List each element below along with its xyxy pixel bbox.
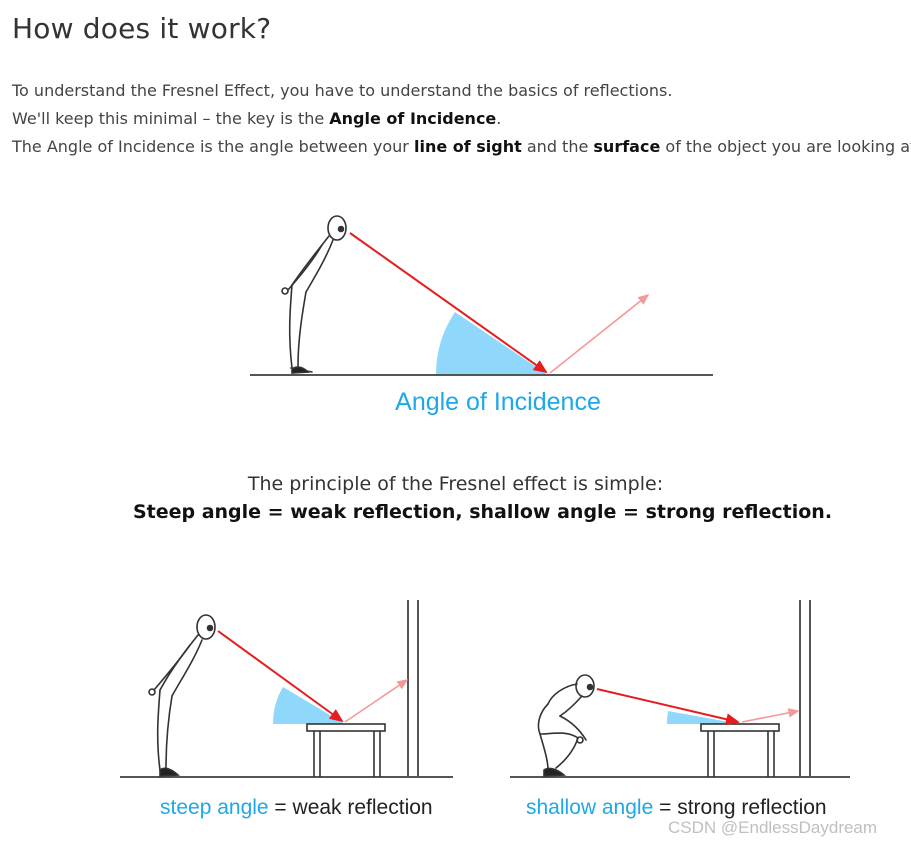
intro-line-3-pre: The Angle of Incidence is the angle betw… [12,137,414,156]
steep-sight-ray [217,630,344,723]
intro-line-3-post: of the object you are looking at. [660,137,911,156]
intro-line-3: The Angle of Incidence is the angle betw… [12,133,911,161]
principle-line-1: The principle of the Fresnel effect is s… [247,473,664,495]
intro-line-2-pre: We'll keep this minimal – the key is the [12,109,330,128]
steep-caption-blue: steep angle [160,796,269,819]
steep-angle-wedge [272,687,345,724]
angle-wedge [435,312,548,375]
shallow-crouching-person-figure [537,674,595,777]
intro-line-3-bold-sight: line of sight [413,137,522,156]
steep-person-figure [148,614,216,777]
shallow-caption-blue: shallow angle [526,796,654,819]
intro-line-2-post: . [496,109,502,128]
diagram-main [250,215,713,376]
steep-table [306,723,386,777]
shallow-sight-ray [596,688,740,726]
reflection-ray [549,294,650,374]
steep-caption: steep angle = weak reflection [160,796,433,820]
intro-line-3-bold-surface: surface [593,137,661,156]
intro-line-2-bold: Angle of Incidence [329,109,497,128]
intro-text: To understand the Fresnel Effect, you ha… [12,77,911,161]
intro-line-1: To understand the Fresnel Effect, you ha… [12,81,673,100]
diagram-shallow [510,600,850,778]
principle-line-2: Steep angle = weak reflection, shallow a… [132,501,833,523]
shallow-caption: shallow angle = strong reflection [526,796,827,820]
steep-caption-rest: = weak reflection [268,796,433,819]
shallow-angle-wedge [666,711,740,724]
steep-reflection-ray [344,679,409,723]
angle-of-incidence-caption: Angle of Incidence [395,388,601,416]
shallow-caption-rest: = strong reflection [653,796,827,819]
shallow-table [700,723,780,777]
watermark: CSDN @EndlessDaydream [668,818,878,837]
line-of-sight-ray [349,232,548,374]
person-standing-figure [281,215,347,374]
intro-line-2: We'll keep this minimal – the key is the… [12,105,911,133]
page-title: How does it work? [12,12,272,45]
intro-line-3-mid: and the [521,137,594,156]
shallow-reflection-ray [741,708,800,723]
diagram-steep [120,600,453,778]
